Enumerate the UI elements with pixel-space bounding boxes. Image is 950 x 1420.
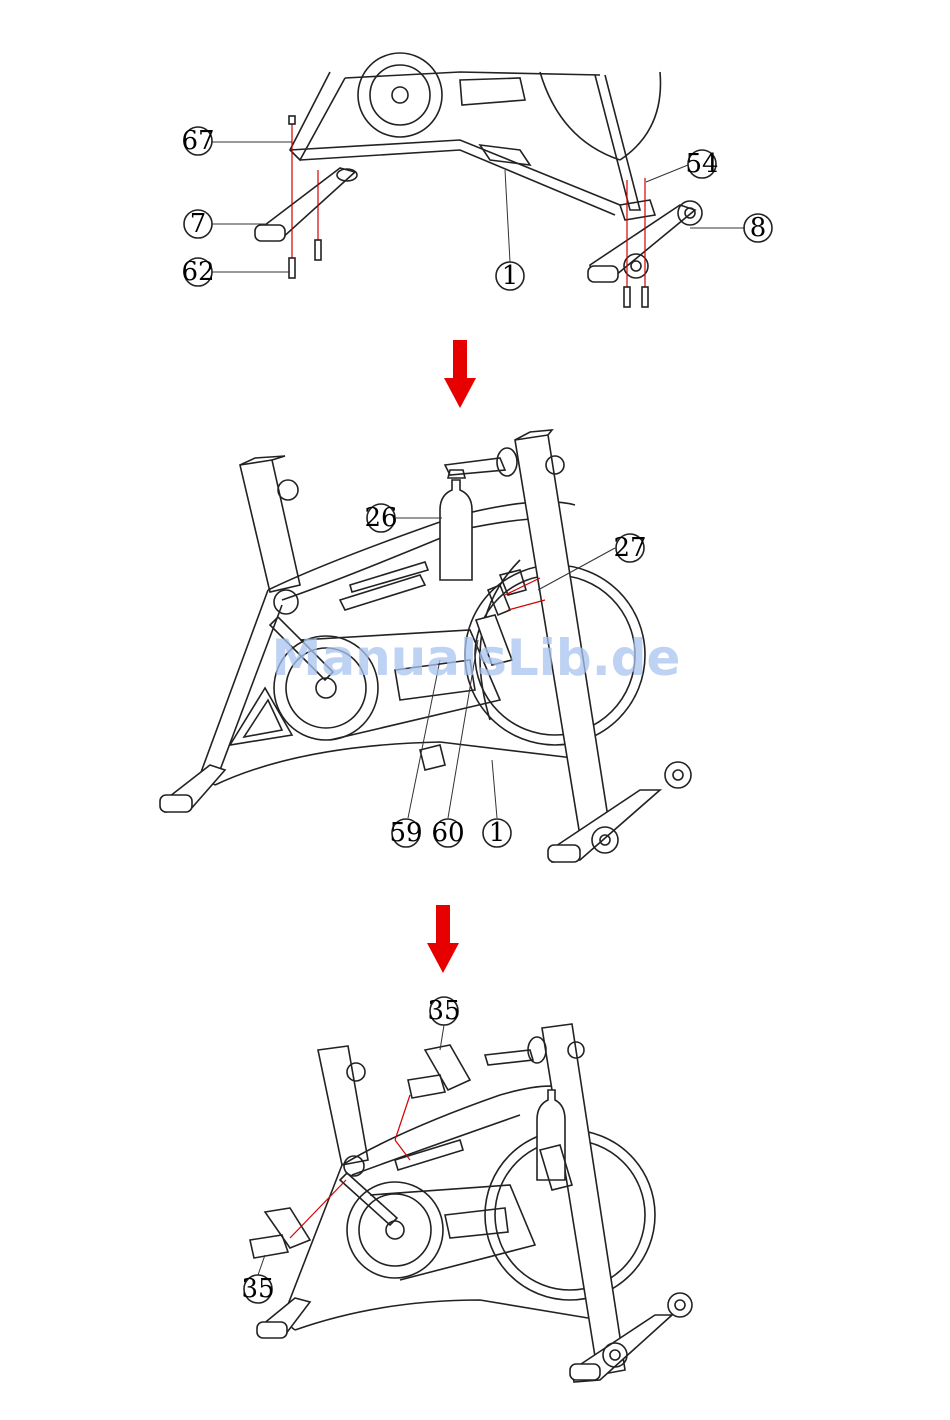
watermark: ManualsLib.de [272, 629, 681, 687]
callout-1-step1: 1 [502, 261, 519, 291]
callout-59: 59 [389, 818, 422, 848]
callout-35-upper: 35 [427, 996, 460, 1026]
callout-62: 62 [181, 257, 214, 287]
callout-35-lower: 35 [241, 1274, 274, 1304]
step-1-stabilizer-assembly: 67 7 62 1 54 8 [181, 53, 772, 307]
callout-54: 54 [685, 149, 718, 179]
callout-60: 60 [431, 818, 464, 848]
callout-26: 26 [364, 503, 397, 533]
callout-8: 8 [750, 213, 767, 243]
down-arrow-icon [444, 340, 476, 408]
step-3-pedal-assembly: 35 35 [241, 996, 692, 1382]
callout-1-step2: 1 [489, 818, 506, 848]
callout-7: 7 [190, 209, 207, 239]
callout-67: 67 [181, 126, 214, 156]
callout-27: 27 [613, 533, 646, 563]
down-arrow-icon [427, 905, 459, 973]
